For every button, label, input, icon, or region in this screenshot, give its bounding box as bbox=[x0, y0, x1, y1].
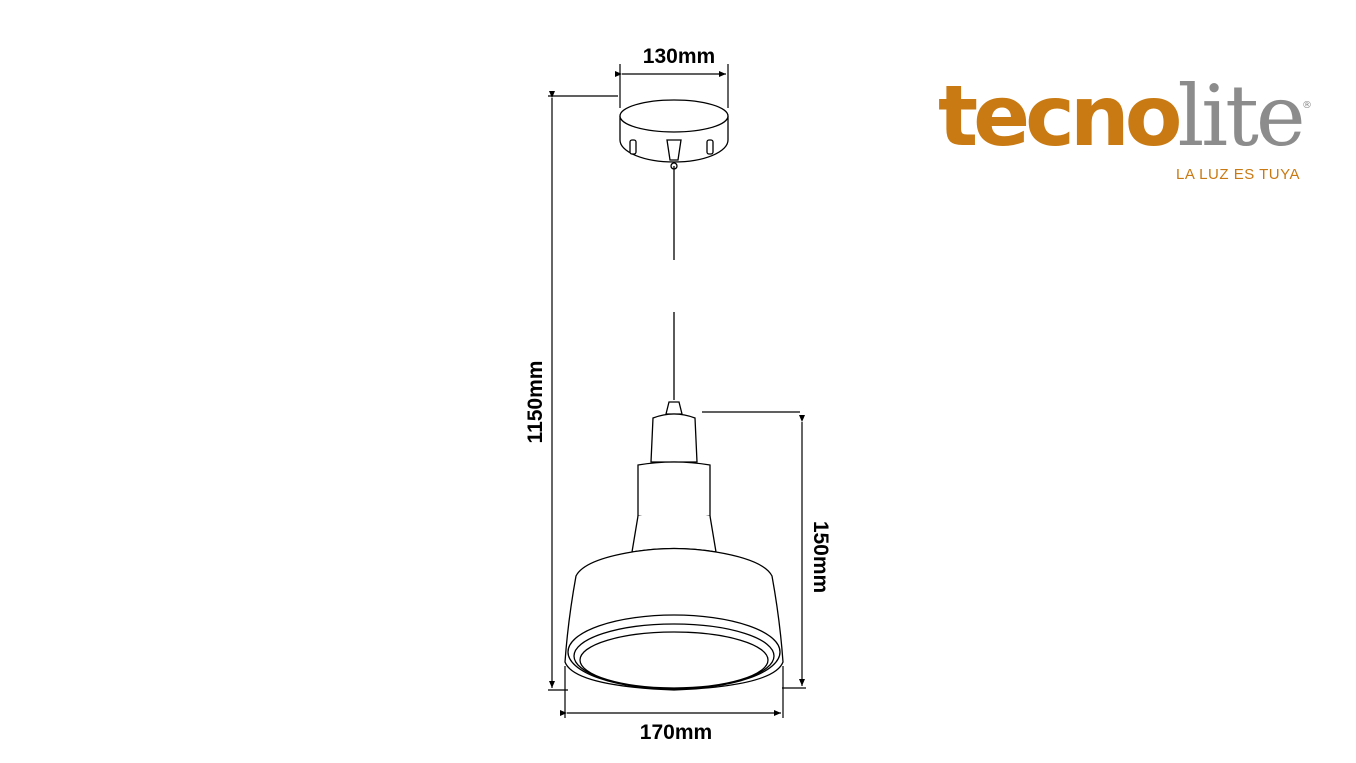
shade-width-label: 170mm bbox=[640, 721, 712, 744]
total-height-label: 1150mm bbox=[524, 361, 547, 444]
dimension-canopy-width bbox=[615, 64, 729, 108]
brand-name-part2: lite bbox=[1177, 67, 1305, 165]
brand-name-part1: tecno bbox=[938, 67, 1182, 165]
brand-tagline: LA LUZ ES TUYA bbox=[1176, 166, 1300, 183]
brand-wordmark: tecnolite bbox=[938, 66, 1306, 166]
ceiling-canopy bbox=[619, 99, 729, 170]
shade-height-label: 150mm bbox=[809, 521, 832, 593]
lamp-shade bbox=[564, 401, 784, 691]
dimension-shade-height bbox=[702, 411, 806, 689]
dimension-shade-width bbox=[560, 666, 784, 718]
canopy-width-label: 130mm bbox=[643, 45, 715, 68]
brand-logo: tecnolite ® LA LUZ ES TUYA bbox=[938, 66, 1318, 196]
registered-mark: ® bbox=[1302, 100, 1312, 111]
